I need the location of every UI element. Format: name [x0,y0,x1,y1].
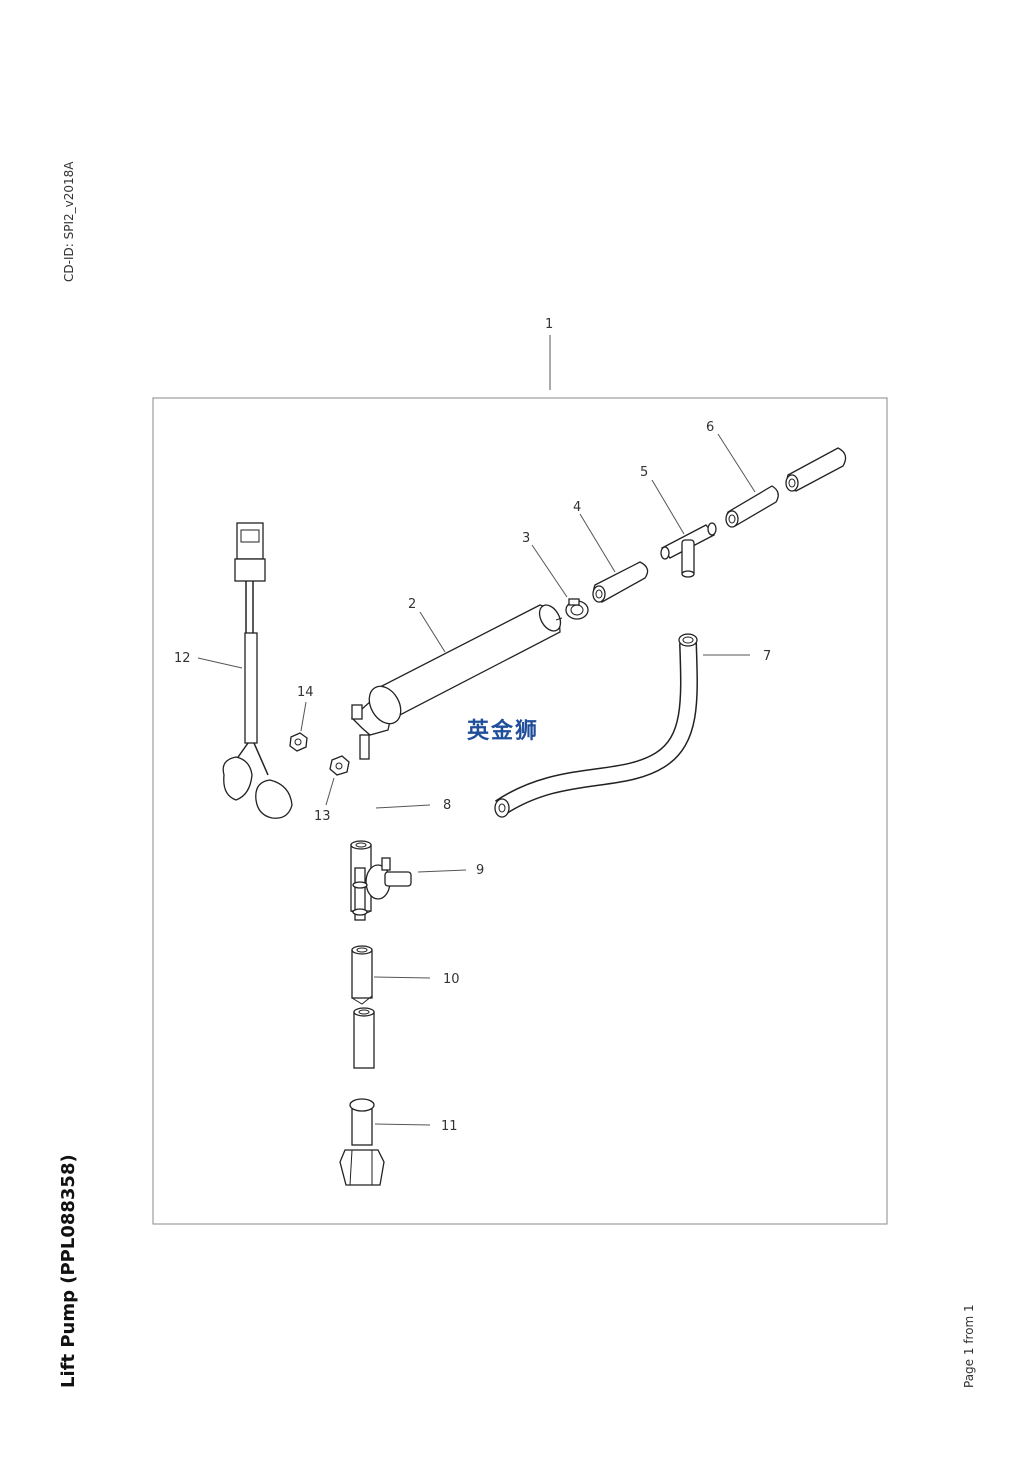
callout-13: 13 [314,809,331,824]
callout-4: 4 [573,500,581,515]
callout-3: 3 [522,531,530,546]
callout-2: 2 [408,597,416,612]
diagram-frame [152,397,888,1225]
watermark-text: 英金狮 [467,718,539,744]
nut-13-part [329,755,350,776]
callout-9: 9 [476,863,484,878]
fuel-pump-part [351,604,563,760]
hose-10-part [351,945,375,1069]
callout-8: 8 [443,798,451,813]
short-hose-part [592,561,649,603]
callout-7: 7 [763,649,771,664]
curved-hose-part [494,633,698,818]
check-valve-part [352,857,412,921]
nut-14-part [289,732,308,752]
callout-1: 1 [545,317,553,332]
callout-10: 10 [443,972,460,987]
callout-14: 14 [297,685,314,700]
hose-pieces-part [725,447,847,528]
t-connector-part [660,522,717,578]
wiring-harness-part [222,522,293,819]
callout-11: 11 [441,1119,458,1134]
callout-5: 5 [640,465,648,480]
hose-clip-part [565,598,589,620]
fuel-connector-part [339,1098,385,1186]
callout-12: 12 [174,651,191,666]
callout-6: 6 [706,420,714,435]
